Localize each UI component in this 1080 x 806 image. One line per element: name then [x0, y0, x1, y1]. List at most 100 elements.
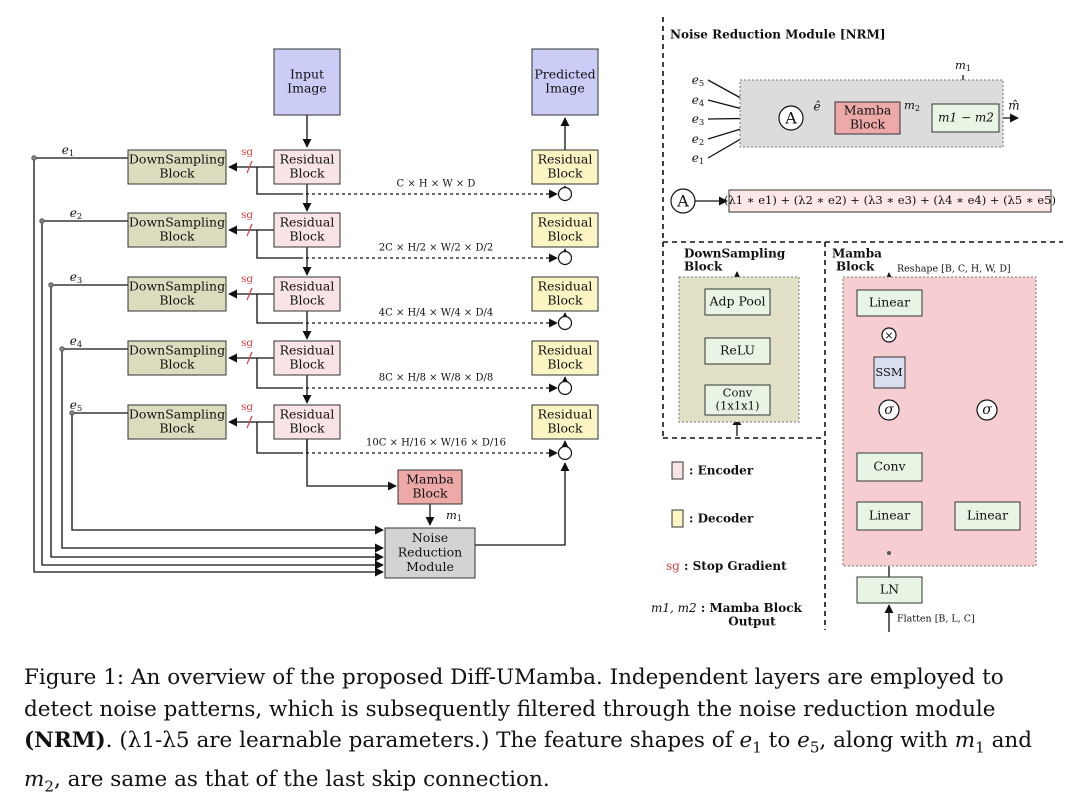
- conv-1x1x1-layer-label-1: Conv: [723, 385, 753, 399]
- downsampling-block-5: [127, 404, 227, 440]
- input-image-block: [273, 48, 341, 116]
- decoder-block-4-label-2: Block: [547, 357, 583, 372]
- mamba-conv-layer-label-1: Conv: [873, 459, 906, 474]
- residual-block-2-label-1: Residual: [280, 214, 335, 229]
- residual-block-3-label-2: Block: [289, 293, 325, 308]
- relu-layer: [704, 337, 771, 365]
- a-definition-circle: [670, 188, 696, 214]
- mamba-panel-title-1: Mamba: [832, 247, 882, 261]
- caption-e5: e5: [797, 728, 820, 757]
- nrm-input-e1: e1: [692, 151, 704, 166]
- skip-hook-2: [256, 230, 300, 259]
- formula-box: [728, 189, 1052, 213]
- skip-hook-1: [256, 167, 300, 195]
- sigma-left-label: σ: [884, 402, 894, 418]
- conv-1x1x1-layer-label-2: (1x1x1): [716, 399, 760, 413]
- m1-label: m1: [446, 508, 462, 523]
- residual-block-4-label-2: Block: [289, 357, 325, 372]
- downsampling-block-1-label-1: DownSampling: [129, 151, 225, 166]
- mamba-conv-layer: [856, 452, 923, 482]
- downsampling-block-5-label-1: DownSampling: [129, 406, 225, 421]
- input-image-block-label-2: Image: [287, 81, 327, 96]
- adp-pool-layer-label-1: Adp Pool: [709, 294, 766, 309]
- predicted-image-block: [531, 48, 599, 116]
- e5-to-nrm-line: [71, 412, 384, 535]
- caption-m1: m1: [954, 728, 985, 757]
- nrm-block: [384, 527, 476, 579]
- decoder-block-1-label-2: Block: [547, 166, 583, 181]
- sg-slash-5: [246, 415, 253, 429]
- skip-add-3: [557, 315, 573, 331]
- e2-label: e2: [70, 206, 82, 221]
- diff-block-label: m1 − m2: [938, 111, 994, 125]
- bottleneck-to-mamba-arrow: [306, 439, 397, 491]
- a-definition-label: A: [676, 192, 689, 211]
- input-image-block-label-1: Input: [290, 66, 324, 81]
- skip-hook-4: [256, 358, 300, 389]
- mamba-out-linear: [856, 289, 923, 317]
- e1-label: e1: [62, 143, 74, 158]
- downsampling-block-1-label-2: Block: [159, 166, 195, 181]
- skip-shape-4: 8C × H/8 × W/8 × D/8: [379, 373, 493, 384]
- figure-caption: Figure 1: An overview of the proposed Di…: [24, 662, 1060, 803]
- nrm-mamba-block-label-2: Block: [850, 117, 886, 132]
- conv-1x1x1-layer: [704, 384, 771, 416]
- skip-add-2: [557, 250, 573, 266]
- sigma-left-circle: [878, 399, 900, 421]
- skip-hook-5: [256, 422, 300, 454]
- caption-mid: . (λ1-λ5 are learnable parameters.) The …: [105, 728, 740, 753]
- mamba-left-linear: [856, 501, 923, 531]
- mamba-right-linear: [954, 501, 1021, 531]
- e4-label: e4: [70, 334, 82, 349]
- ds-panel-title-1: DownSampling: [684, 247, 786, 261]
- legend-decoder-swatch: [671, 509, 684, 528]
- mamba-block: [397, 469, 463, 505]
- nrm-to-last-add-arrow: [475, 462, 570, 546]
- junction-dot-3: [48, 282, 54, 288]
- residual-block-3-label-1: Residual: [280, 278, 335, 293]
- decoder-block-1-label-1: Residual: [538, 151, 593, 166]
- sg-slash-1: [246, 160, 253, 174]
- sg-slash-4: [246, 351, 253, 365]
- decoder-block-5-label-2: Block: [547, 421, 583, 436]
- e3-to-nrm-line: [50, 284, 384, 562]
- skip-shape-3: 4C × H/4 × W/4 × D/4: [379, 308, 493, 319]
- predicted-image-block-label-2: Image: [545, 81, 585, 96]
- sigma-right-label: σ: [982, 402, 992, 418]
- junction-dot-5: [69, 410, 75, 416]
- e2-to-nrm-line: [41, 220, 384, 570]
- skip-add-4: [557, 380, 573, 396]
- downsampling-block-1: [127, 149, 227, 185]
- flatten-label: Flatten [B, L, C]: [897, 614, 975, 625]
- mamba-block-label-1: Mamba: [406, 471, 454, 486]
- legend-stop-gradient: sg : Stop Gradient: [666, 559, 787, 573]
- caption-nrm: (NRM): [24, 728, 106, 753]
- mamba-panel-title-2: Block: [836, 260, 875, 274]
- ln-split-dot: [887, 551, 891, 555]
- multiply-circle: [881, 327, 897, 343]
- nrm-panel-title: Noise Reduction Module [NRM]: [670, 28, 886, 42]
- skip-add-1: [557, 186, 573, 202]
- downsampling-block-4: [127, 340, 227, 376]
- legend-encoder-swatch: [671, 461, 684, 480]
- skip-shape-2: 2C × H/2 × W/2 × D/2: [379, 243, 493, 254]
- e4-to-nrm-line: [61, 348, 384, 553]
- caption-along: , along with: [819, 728, 955, 753]
- residual-block-1-label-2: Block: [289, 166, 325, 181]
- downsampling-block-2-label-2: Block: [159, 229, 195, 244]
- junction-dot-1: [31, 155, 37, 161]
- e5-label: e5: [70, 398, 82, 413]
- nrm-block-label-3: Module: [406, 559, 454, 574]
- sg-label-1: sg: [241, 146, 253, 158]
- mamba-out-linear-label-1: Linear: [869, 295, 910, 310]
- nrm-input-e3: e3: [692, 112, 704, 127]
- legend-decoder-label: : Decoder: [689, 512, 754, 526]
- ssm-block: [873, 356, 906, 389]
- residual-block-4: [273, 340, 341, 376]
- a-operator-circle: [778, 105, 804, 131]
- sg-label-3: sg: [241, 273, 253, 285]
- e1-to-nrm-line: [33, 157, 384, 577]
- decoder-block-2-label-2: Block: [547, 229, 583, 244]
- downsampling-block-3-label-1: DownSampling: [129, 278, 225, 293]
- e3-label: e3: [70, 270, 82, 285]
